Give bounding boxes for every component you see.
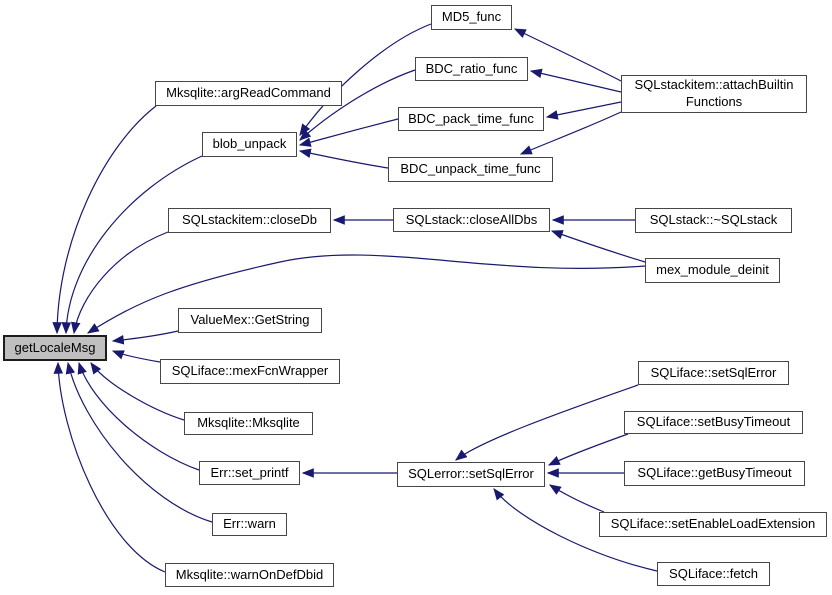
- node-sqlstackitem-closedb[interactable]: SQLstackitem::closeDb: [168, 208, 331, 233]
- node-md5-func[interactable]: MD5_func: [431, 5, 512, 30]
- node-sqliface-setenableloadextension[interactable]: SQLiface::setEnableLoadExtension: [599, 512, 827, 537]
- edge-mexmoduledeinit-to-closealldbs: [550, 230, 646, 263]
- edge-mexfcnwrapper-to-getlocalemsg: [111, 350, 161, 363]
- edge-argreadcommand-to-getlocalemsg: [52, 105, 157, 335]
- node-sqliface-setbusytimeout[interactable]: SQLiface::setBusyTimeout: [624, 411, 803, 434]
- node-sqliface-fetch[interactable]: SQLiface::fetch: [657, 562, 770, 586]
- node-bdc-pack-time-func[interactable]: BDC_pack_time_func: [398, 107, 544, 131]
- edge-blobunpack-to-getlocalemsg: [61, 155, 203, 335]
- node-err-warn[interactable]: Err::warn: [212, 513, 287, 536]
- edge-attachbuiltin-to-bdcunpacktimefunc: [519, 111, 622, 155]
- edge-setenableloadextension-to-sqlerror: [548, 484, 605, 513]
- edge-bdcratiofunc-to-blobunpack: [299, 69, 416, 141]
- node-sqlstack-closealldbs[interactable]: SQLstack::closeAllDbs: [393, 208, 550, 232]
- edge-fetch-to-sqlerror: [493, 488, 658, 572]
- node-getlocalemsg[interactable]: getLocaleMsg: [3, 335, 107, 361]
- edge-attachbuiltin-to-bdcratiofunc: [529, 68, 622, 93]
- node-sqlerror-setsqlerror[interactable]: SQLerror::setSqlError: [397, 462, 545, 487]
- edge-md5func-to-blobunpack: [299, 23, 432, 136]
- node-blob-unpack[interactable]: blob_unpack: [202, 132, 297, 157]
- node-mex-module-deinit[interactable]: mex_module_deinit: [645, 258, 780, 283]
- edge-bdcpacktimefunc-to-blobunpack: [298, 118, 399, 147]
- node-bdc-unpack-time-func[interactable]: BDC_unpack_time_func: [388, 157, 553, 182]
- node-mksqlite-warnondefdbid[interactable]: Mksqlite::warnOnDefDbid: [165, 563, 334, 587]
- edge-mksqlite-to-getlocalemsg: [90, 362, 185, 421]
- node-mksqlite-mksqlite[interactable]: Mksqlite::Mksqlite: [184, 412, 313, 435]
- node-sqlstack-destructor[interactable]: SQLstack::~SQLstack: [635, 208, 792, 233]
- node-bdc-ratio-func[interactable]: BDC_ratio_func: [415, 57, 528, 81]
- node-sqliface-setsqlerror[interactable]: SQLiface::setSqlError: [638, 361, 789, 385]
- node-err-set-printf[interactable]: Err::set_printf: [199, 461, 300, 485]
- edge-warn-to-getlocalemsg: [65, 361, 213, 523]
- node-sqliface-getbusytimeout[interactable]: SQLiface::getBusyTimeout: [624, 461, 805, 486]
- node-sqlstackitem-attachbuiltinfunctions[interactable]: SQLstackitem::attachBuiltin Functions: [621, 75, 807, 113]
- edge-mexmoduledeinit-to-getlocalemsg: [86, 254, 646, 334]
- node-sqliface-mexfcnwrapper[interactable]: SQLiface::mexFcnWrapper: [160, 359, 340, 384]
- edge-attachbuiltin-to-bdcpacktimefunc: [545, 101, 622, 120]
- node-mksqlite-argreadcommand[interactable]: Mksqlite::argReadCommand: [155, 81, 342, 106]
- edge-sqlifacesetsqlerror-to-sqlerror: [455, 384, 639, 461]
- edge-bdcunpacktimefunc-to-blobunpack: [298, 148, 389, 169]
- edge-setprintf-to-getlocalemsg: [77, 361, 200, 471]
- edge-closedb-to-getlocalemsg: [70, 231, 169, 335]
- edge-getstring-to-getlocalemsg: [111, 330, 179, 345]
- edge-attachbuiltin-to-md5func: [513, 28, 622, 82]
- edge-setbusytimeout-to-sqlerror: [547, 433, 629, 466]
- edge-warnondefdbid-to-getlocalemsg: [53, 361, 166, 573]
- node-valuemex-getstring[interactable]: ValueMex::GetString: [178, 308, 322, 333]
